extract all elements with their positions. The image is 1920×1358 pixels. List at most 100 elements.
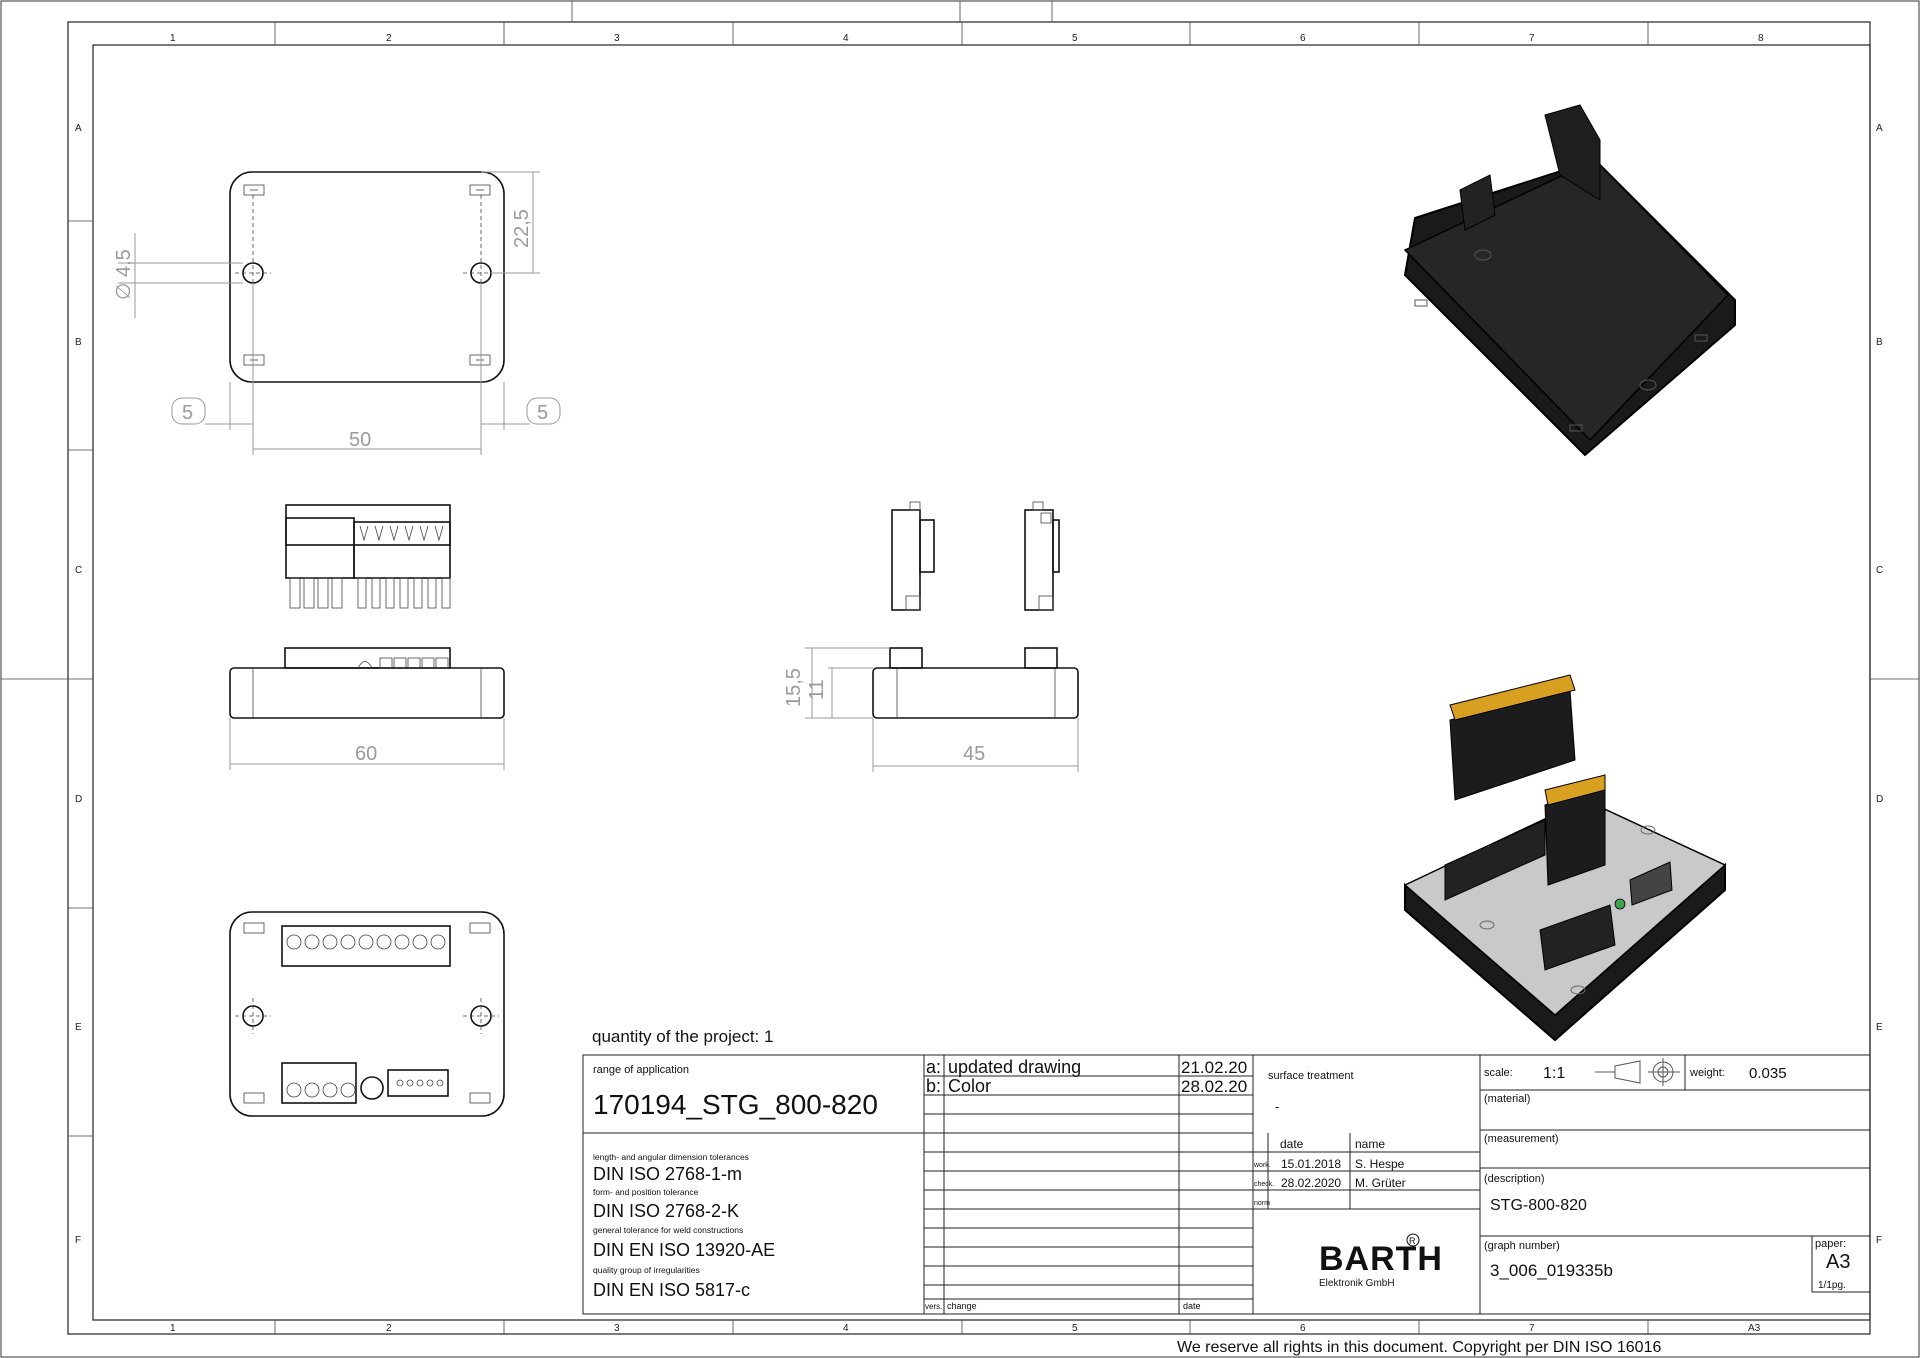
zone-row-b-right: B	[1876, 337, 1883, 348]
zone-row-e-right: E	[1876, 1022, 1883, 1033]
zone-row-a-left: A	[75, 123, 82, 134]
col-date-header: date	[1280, 1137, 1304, 1151]
dim-hole-diameter: ∅ 4,5	[113, 249, 135, 300]
zone-col-1-top: 1	[170, 33, 176, 44]
paper-label: paper:	[1815, 1238, 1846, 1250]
front-view-dimensions	[229, 718, 505, 770]
tol4-value: DIN EN ISO 5817-c	[593, 1280, 750, 1300]
graph-value: 3_006_019335b	[1490, 1261, 1613, 1280]
side-view	[872, 647, 1079, 719]
dim-left-margin: 5	[182, 402, 193, 424]
surface-label: surface treatment	[1268, 1070, 1354, 1082]
tol1-value: DIN ISO 2768-1-m	[593, 1164, 742, 1184]
svg-text:R: R	[1409, 1236, 1416, 1246]
iso-view-closed	[1403, 104, 1736, 457]
zone-col-3-bottom: 3	[614, 1323, 620, 1334]
zone-col-5-top: 5	[1072, 33, 1078, 44]
zone-row-c-left: C	[75, 565, 82, 576]
description-label: (description)	[1484, 1173, 1545, 1185]
title-block-grid	[582, 1054, 1871, 1315]
bottom-view	[229, 911, 505, 1117]
revision-a-date: 21.02.20	[1181, 1058, 1247, 1077]
page-value: 1/1pg.	[1818, 1280, 1846, 1291]
work-date: 15.01.2018	[1281, 1157, 1341, 1171]
check-date: 28.02.2020	[1281, 1176, 1341, 1190]
scale-label: scale:	[1484, 1067, 1513, 1079]
revision-b-change: Color	[948, 1076, 991, 1096]
zone-row-c-right: C	[1876, 565, 1883, 576]
check-label: check.	[1254, 1181, 1274, 1188]
dim-side-height: 15,5	[783, 668, 805, 707]
vers-label: vers.	[925, 1302, 942, 1311]
tol3-value: DIN EN ISO 13920-AE	[593, 1240, 775, 1260]
company-sub: Elektronik GmbH	[1319, 1278, 1395, 1289]
graph-label: (graph number)	[1484, 1240, 1560, 1252]
side-view-dimensions	[805, 647, 1079, 772]
revision-a-id: a:	[926, 1057, 941, 1077]
check-name: M. Grüter	[1355, 1176, 1406, 1190]
weight-label: weight:	[1689, 1067, 1725, 1079]
work-label: work.	[1253, 1162, 1271, 1169]
connector-view	[285, 504, 451, 609]
date-label: date	[1183, 1301, 1201, 1311]
inner-frame	[92, 44, 1871, 1321]
work-name: S. Hespe	[1355, 1157, 1405, 1171]
zone-col-5-bottom: 5	[1072, 1323, 1078, 1334]
quantity-label: quantity of the project: 1	[592, 1027, 773, 1046]
range-value: 170194_STG_800-820	[593, 1089, 878, 1120]
zone-col-4-bottom: 4	[843, 1323, 849, 1334]
dim-height-22-5: 22,5	[511, 209, 533, 248]
range-label: range of application	[593, 1064, 689, 1076]
dim-side-inner-height: 11	[806, 679, 828, 700]
surface-value: -	[1275, 1099, 1279, 1114]
tol2-label: form- and position tolerance	[593, 1187, 699, 1197]
zone-row-d-left: D	[75, 794, 82, 805]
norm-label: norm	[1254, 1200, 1270, 1207]
copyright-notice: We reserve all rights in this document. …	[1177, 1339, 1661, 1356]
top-view-dimensions	[118, 171, 561, 455]
zone-col-8-top: 8	[1758, 33, 1764, 44]
barth-logo: BARTH Elektronik GmbH R	[1319, 1233, 1443, 1289]
col-name-header: name	[1355, 1137, 1385, 1151]
revision-a-change: updated drawing	[948, 1057, 1081, 1077]
zone-col-4-top: 4	[843, 33, 849, 44]
zone-row-e-left: E	[75, 1022, 82, 1033]
zone-sheet-size: A3	[1748, 1323, 1761, 1334]
scale-value: 1:1	[1543, 1065, 1565, 1082]
top-view	[229, 171, 505, 383]
zone-row-f-left: F	[75, 1235, 81, 1246]
dim-hole-spacing: 50	[349, 429, 371, 451]
zone-col-1-bottom: 1	[170, 1323, 176, 1334]
projection-symbol-icon	[1595, 1058, 1680, 1086]
weight-value: 0.035	[1749, 1065, 1787, 1082]
revision-b-id: b:	[926, 1076, 941, 1096]
tol4-label: quality group of irregularities	[593, 1265, 700, 1275]
zone-col-7-bottom: 7	[1529, 1323, 1535, 1334]
dim-side-width: 45	[963, 743, 985, 765]
tol3-label: general tolerance for weld constructions	[593, 1225, 743, 1235]
zone-col-7-top: 7	[1529, 33, 1535, 44]
material-label: (material)	[1484, 1093, 1530, 1105]
dim-front-width: 60	[355, 743, 377, 765]
connector-profiles	[891, 501, 1060, 611]
zone-col-3-top: 3	[614, 33, 620, 44]
zone-row-a-right: A	[1876, 123, 1883, 134]
iso-view-open	[1403, 674, 1727, 1042]
tol2-value: DIN ISO 2768-2-K	[593, 1201, 739, 1221]
paper-value: A3	[1826, 1251, 1850, 1273]
revision-b-date: 28.02.20	[1181, 1077, 1247, 1096]
dim-right-margin: 5	[537, 402, 548, 424]
company-logo: BARTH	[1319, 1240, 1443, 1278]
change-label: change	[947, 1301, 977, 1311]
description-value: STG-800-820	[1490, 1197, 1587, 1214]
zone-col-6-bottom: 6	[1300, 1323, 1306, 1334]
zone-col-2-bottom: 2	[386, 1323, 392, 1334]
zone-row-d-right: D	[1876, 794, 1883, 805]
zone-row-f-right: F	[1876, 1235, 1882, 1246]
zone-row-b-left: B	[75, 337, 82, 348]
tol1-label: length- and angular dimension tolerances	[593, 1152, 749, 1162]
zone-ticks	[68, 22, 1649, 1334]
measurement-label: (measurement)	[1484, 1133, 1559, 1145]
zone-col-2-top: 2	[386, 33, 392, 44]
